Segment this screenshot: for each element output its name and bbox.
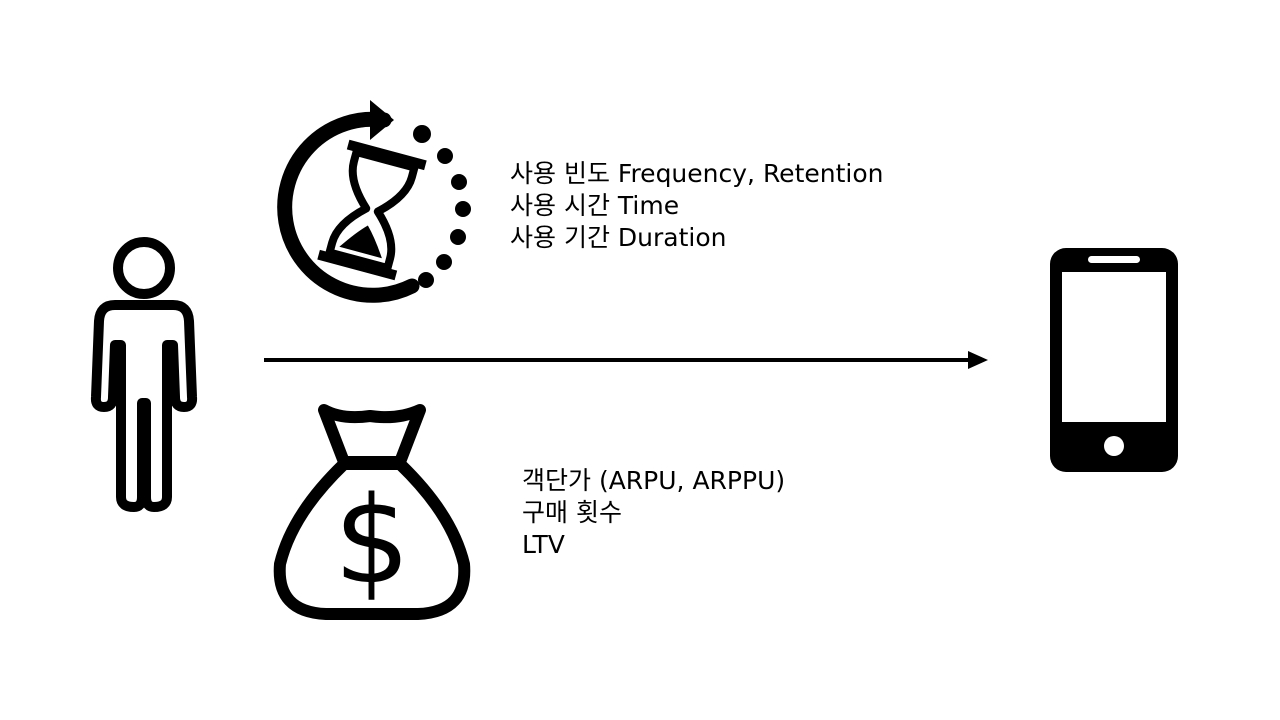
- hourglass-cycle-icon: [262, 96, 484, 318]
- smartphone-icon: [1048, 246, 1180, 474]
- ltv-label: LTV: [522, 530, 565, 559]
- arrow-right-icon: [262, 348, 992, 372]
- arpu-label: 객단가 (ARPU, ARPPU): [522, 466, 786, 495]
- person-icon: [85, 235, 203, 513]
- usage-metrics-text: 사용 빈도 Frequency, Retention 사용 시간 Time 사용…: [510, 158, 883, 254]
- purchase-count-label: 구매 횟수: [522, 498, 622, 527]
- money-bag-icon: $: [272, 402, 472, 624]
- revenue-metrics-text: 객단가 (ARPU, ARPPU) 구매 횟수 LTV: [522, 465, 785, 561]
- usage-frequency-label: 사용 빈도 Frequency, Retention: [510, 159, 884, 188]
- usage-duration-label: 사용 기간 Duration: [510, 223, 727, 252]
- usage-time-label: 사용 시간 Time: [510, 191, 680, 220]
- dollar-sign-icon: $: [334, 472, 410, 611]
